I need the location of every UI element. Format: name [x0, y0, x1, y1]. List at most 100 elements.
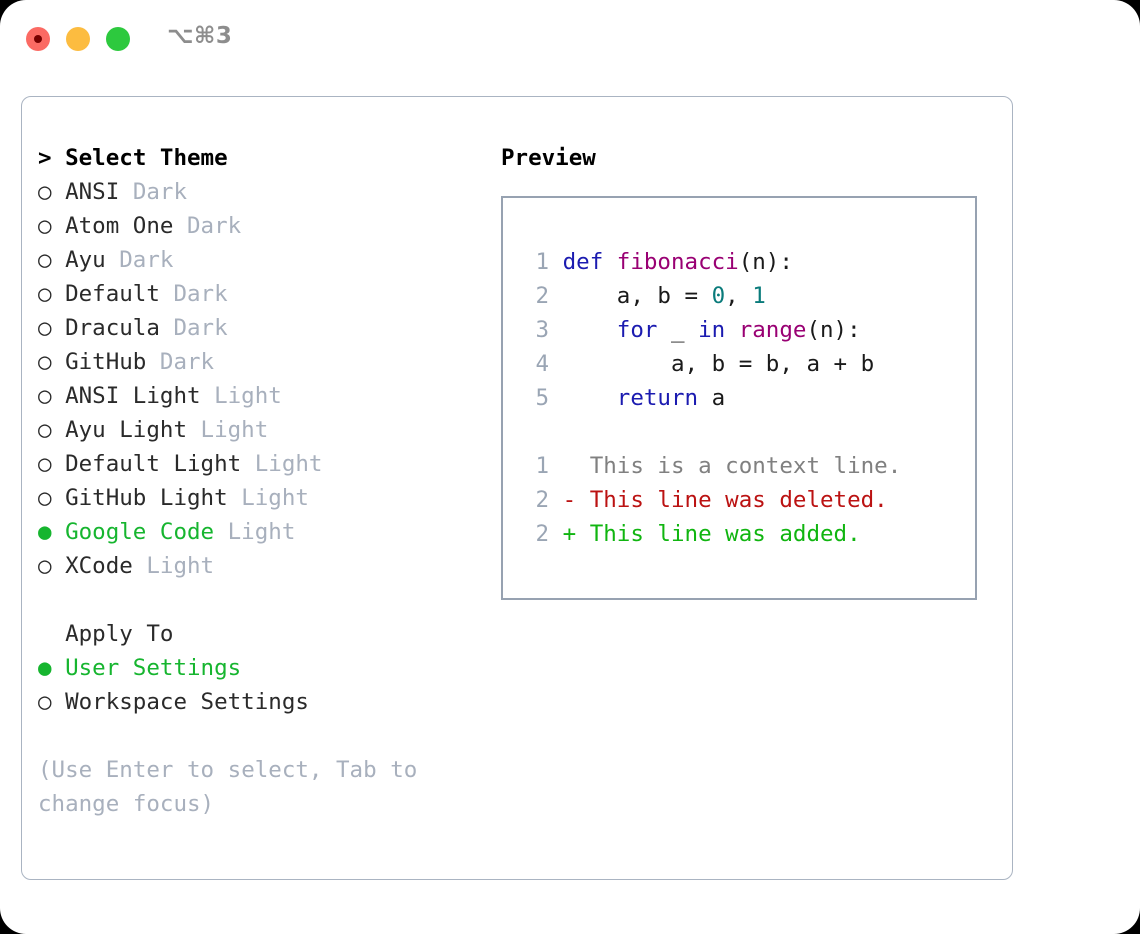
radio-selected-icon: ●: [38, 519, 52, 545]
radio-unselected-icon: ○: [38, 553, 52, 579]
theme-option-variant-tag: Dark: [173, 281, 228, 307]
code-token-num: 0: [711, 283, 726, 309]
diff-line-ctx: 1 This is a context line.: [522, 449, 969, 483]
theme-option-list: ○ ANSI Dark○ Atom One Dark○ Ayu Dark○ De…: [38, 175, 478, 583]
theme-option-label: ANSI: [65, 179, 120, 205]
apply-to-option-user-settings[interactable]: ● User Settings: [38, 651, 478, 685]
theme-option-variant-tag: Light: [146, 553, 215, 579]
select-theme-header: > Select Theme: [38, 145, 228, 171]
theme-option-github-light[interactable]: ○ GitHub Light Light: [38, 481, 478, 515]
preview-title: Preview: [501, 145, 596, 171]
theme-option-default-light[interactable]: ○ Default Light Light: [38, 447, 478, 481]
theme-option-label: Default: [65, 281, 160, 307]
theme-option-ansi-light[interactable]: ○ ANSI Light Light: [38, 379, 478, 413]
code-blank-line: [522, 415, 969, 449]
radio-unselected-icon: ○: [38, 247, 52, 273]
code-token-txt: [563, 317, 617, 343]
radio-unselected-icon: ○: [38, 689, 52, 715]
diff-line-number: 2: [535, 487, 550, 513]
diff-marker: [563, 453, 577, 479]
main-panel: > Select Theme ○ ANSI Dark○ Atom One Dar…: [21, 96, 1013, 880]
radio-unselected-icon: ○: [38, 485, 52, 511]
line-number: 1: [535, 249, 550, 275]
radio-unselected-icon: ○: [38, 281, 52, 307]
radio-unselected-icon: ○: [38, 213, 52, 239]
code-line: 4 a, b = b, a + b: [522, 347, 969, 381]
theme-option-ansi[interactable]: ○ ANSI Dark: [38, 175, 478, 209]
theme-option-label: Google Code: [65, 519, 215, 545]
code-token-txt: ,: [725, 283, 753, 309]
theme-option-variant-tag: Light: [241, 485, 309, 511]
radio-unselected-icon: ○: [38, 383, 52, 409]
diff-marker: -: [562, 487, 577, 513]
theme-option-google-code[interactable]: ● Google Code Light: [38, 515, 478, 549]
theme-option-label: ANSI Light: [65, 383, 201, 409]
line-number: 3: [535, 317, 550, 343]
theme-option-variant-tag: Dark: [159, 349, 215, 375]
diff-marker: +: [562, 521, 577, 547]
code-token-txt: a: [698, 385, 726, 411]
theme-option-variant-tag: Light: [214, 383, 282, 409]
close-icon: [34, 35, 42, 43]
radio-unselected-icon: ○: [38, 417, 52, 443]
code-token-txt: [725, 317, 739, 343]
theme-option-default[interactable]: ○ Default Dark: [38, 277, 478, 311]
theme-option-atom-one[interactable]: ○ Atom One Dark: [38, 209, 478, 243]
maximize-window-button[interactable]: [106, 27, 130, 51]
theme-option-label: GitHub: [65, 349, 147, 375]
radio-selected-icon: ●: [38, 655, 52, 681]
diff-text: This is a context line.: [576, 453, 902, 479]
theme-option-variant-tag: Light: [254, 451, 323, 477]
apply-to-option-list: ● User Settings○ Workspace Settings: [38, 651, 478, 719]
apply-to-option-label: User Settings: [65, 655, 242, 681]
radio-unselected-icon: ○: [38, 451, 52, 477]
code-token-kw: for: [616, 317, 658, 343]
theme-option-xcode[interactable]: ○ XCode Light: [38, 549, 478, 583]
code-line: 2 a, b = 0, 1: [522, 279, 969, 313]
diff-line-number: 1: [535, 453, 550, 479]
code-token-txt: (n):: [806, 317, 861, 343]
line-number: 2: [535, 283, 550, 309]
code-line: 5 return a: [522, 381, 969, 415]
code-token-txt: a, b =: [562, 283, 712, 309]
theme-option-variant-tag: Dark: [187, 213, 242, 239]
theme-option-label: Dracula: [65, 315, 160, 341]
code-token-fn: range: [738, 317, 807, 343]
code-token-txt: (n):: [738, 249, 793, 275]
theme-option-variant-tag: Dark: [173, 315, 228, 341]
diff-text: This line was added.: [576, 521, 861, 547]
theme-option-ayu[interactable]: ○ Ayu Dark: [38, 243, 478, 277]
diff-text: This line was deleted.: [576, 487, 888, 513]
code-token-fn: fibonacci: [616, 249, 739, 275]
apply-to-header: Apply To: [38, 621, 174, 647]
theme-option-variant-tag: Light: [227, 519, 296, 545]
diff-line-add: 2 + This line was added.: [522, 517, 969, 551]
radio-unselected-icon: ○: [38, 349, 52, 375]
theme-option-label: Default Light: [65, 451, 242, 477]
code-token-txt: a, b = b, a + b: [562, 351, 875, 377]
code-token-kw: return: [616, 385, 699, 411]
theme-option-variant-tag: Light: [200, 417, 269, 443]
theme-option-label: Ayu: [65, 247, 106, 273]
theme-option-ayu-light[interactable]: ○ Ayu Light Light: [38, 413, 478, 447]
preview-column: Preview 1 def fibonacci(n):2 a, b = 0, 1…: [501, 141, 991, 600]
theme-option-label: GitHub Light: [65, 485, 228, 511]
minimize-window-button[interactable]: [66, 27, 90, 51]
apply-to-option-workspace-settings[interactable]: ○ Workspace Settings: [38, 685, 478, 719]
apply-to-option-label: Workspace Settings: [65, 689, 309, 715]
theme-option-github[interactable]: ○ GitHub Dark: [38, 345, 478, 379]
diff-line-number: 2: [535, 521, 550, 547]
theme-option-dracula[interactable]: ○ Dracula Dark: [38, 311, 478, 345]
code-line: 3 for _ in range(n):: [522, 313, 969, 347]
theme-option-label: Atom One: [65, 213, 174, 239]
line-number: 5: [535, 385, 550, 411]
keyboard-shortcut-label: ⌥⌘3: [167, 23, 233, 49]
diff-line-del: 2 - This line was deleted.: [522, 483, 969, 517]
code-token-kw: in: [698, 317, 726, 343]
theme-selector-column: > Select Theme ○ ANSI Dark○ Atom One Dar…: [38, 141, 478, 821]
keyboard-hint-text: (Use Enter to select, Tab to change focu…: [38, 757, 431, 817]
list-spacer: [38, 583, 478, 617]
theme-option-variant-tag: Dark: [119, 247, 174, 273]
